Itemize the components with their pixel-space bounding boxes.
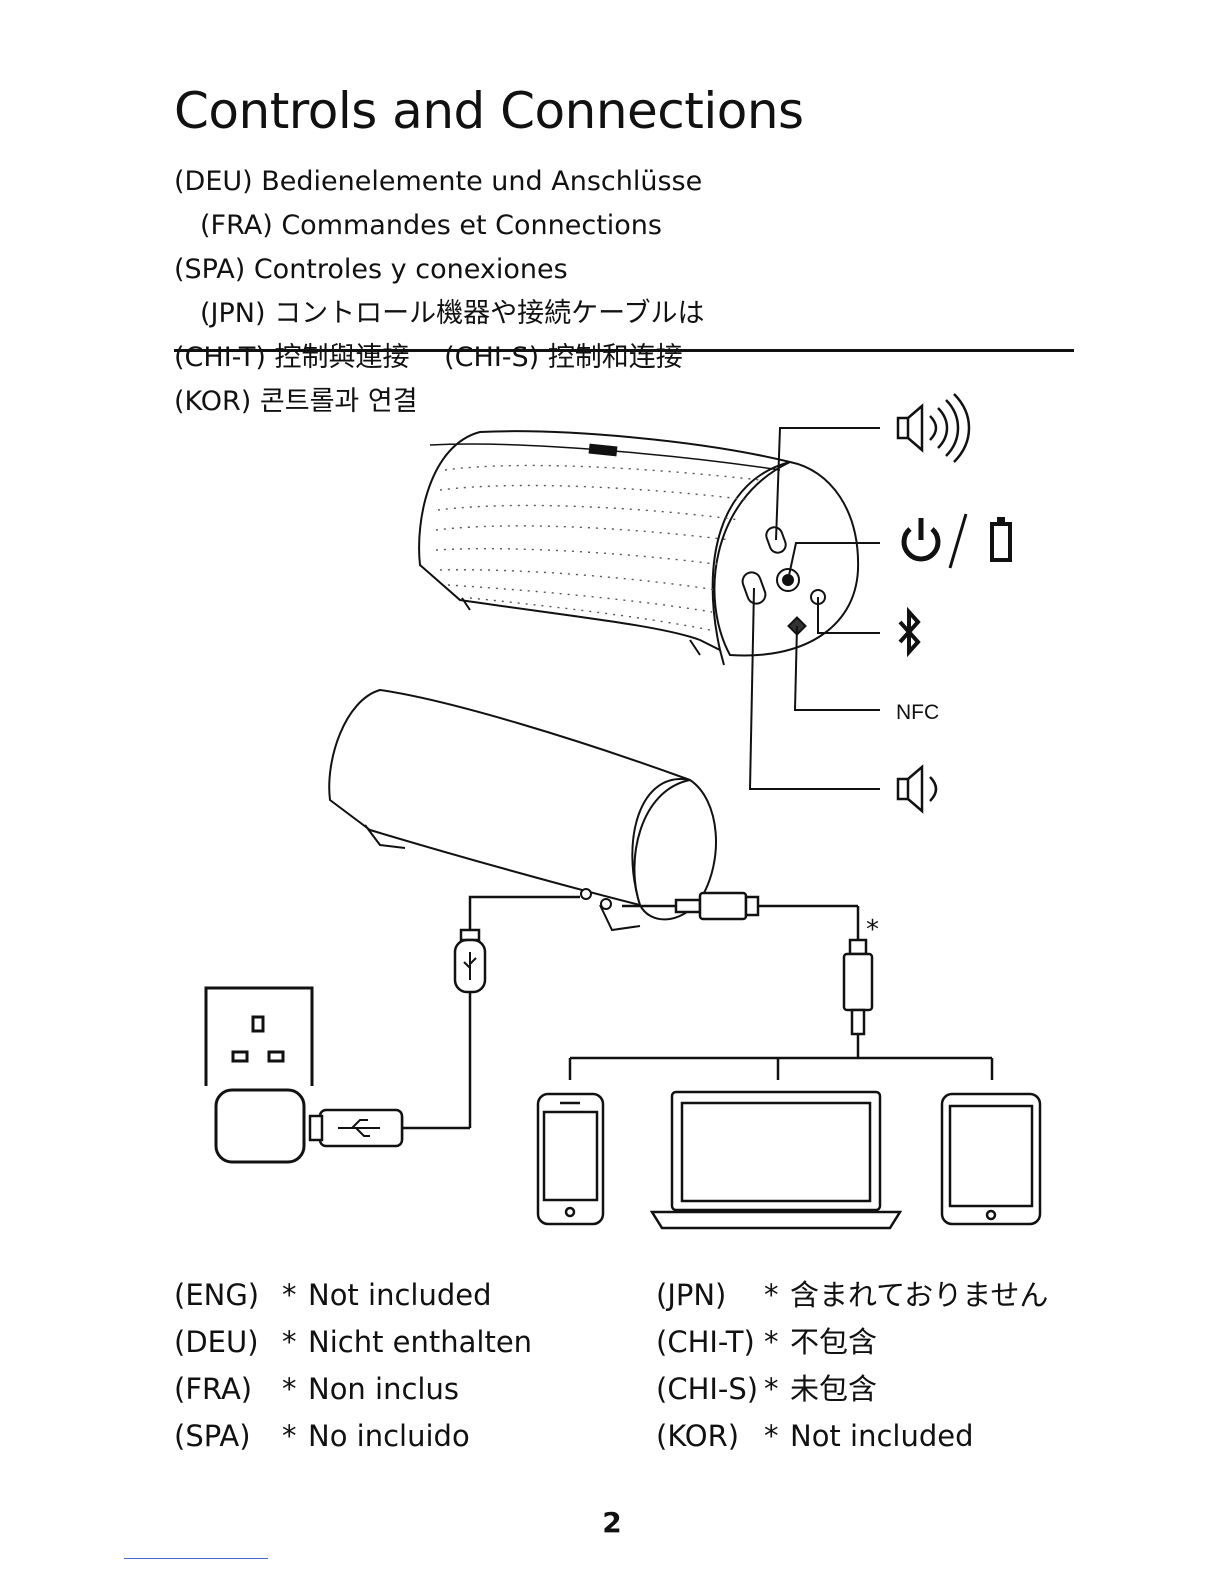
note-row-eng: (ENG)*Not included	[174, 1278, 492, 1312]
aux-port	[600, 898, 612, 910]
callout-lines	[748, 427, 880, 790]
brand-logo	[588, 443, 618, 457]
footer-line	[124, 1558, 268, 1559]
page-title: Controls and Connections	[174, 82, 804, 140]
translation-chi-s: (CHI-S) 控制和连接	[444, 342, 683, 373]
power-icon	[901, 513, 968, 569]
phone-device	[536, 1092, 605, 1226]
nfc-label: NFC	[896, 701, 939, 724]
charger-adapter	[214, 1088, 306, 1164]
usb-icon	[338, 952, 477, 1137]
translation-kor: (KOR) 콘트롤과 연결	[174, 386, 418, 417]
not-included-asterisk: *	[866, 915, 879, 945]
notes-right-column: (JPN)*含まれておりません (CHI-T)*不包含 (CHI-S)*未包含 …	[656, 1272, 1048, 1460]
battery-icon	[990, 517, 1012, 562]
translation-chi-t: (CHI-T) 控制與連接	[174, 342, 410, 373]
note-row-fra: (FRA)*Non inclus	[174, 1372, 459, 1406]
note-row-chi-s: (CHI-S)*未包含	[656, 1372, 878, 1406]
tablet-device	[940, 1092, 1042, 1226]
aux-cable	[622, 891, 874, 1044]
volume-up-icon	[896, 393, 971, 463]
bluetooth-icon	[898, 606, 921, 658]
translation-fra: (FRA) Commandes et Connections	[200, 210, 662, 241]
laptop-device	[649, 1090, 903, 1230]
note-row-jpn: (JPN)*含まれておりません	[656, 1278, 1049, 1312]
translation-jpn: (JPN) コントロール機器や接続ケーブルは	[200, 298, 705, 329]
note-row-chi-t: (CHI-T)*不包含	[656, 1325, 878, 1359]
wall-socket	[204, 986, 314, 1086]
usb-port	[580, 888, 592, 900]
translation-deu: (DEU) Bedienelemente und Anschlüsse	[174, 166, 703, 197]
controls-diagram: NFC *	[204, 393, 1042, 1230]
title-translations: (DEU) Bedienelemente und Anschlüsse (FRA…	[174, 160, 1054, 424]
device-tree	[568, 1044, 994, 1080]
speaker-front-unit	[418, 430, 860, 666]
page-number: 2	[602, 1506, 622, 1539]
note-row-deu: (DEU)*Nicht enthalten	[174, 1325, 533, 1359]
notes-left-column: (ENG)*Not included (DEU)*Nicht enthalten…	[174, 1272, 532, 1460]
volume-down-icon	[896, 764, 938, 814]
title-divider	[174, 349, 1074, 352]
speaker-rear-unit	[328, 688, 717, 932]
note-row-spa: (SPA)*No incluido	[174, 1419, 470, 1453]
speaker-grille	[435, 464, 761, 631]
translation-spa: (SPA) Controles y conexiones	[174, 254, 568, 285]
note-row-kor: (KOR)*Not included	[656, 1419, 974, 1453]
